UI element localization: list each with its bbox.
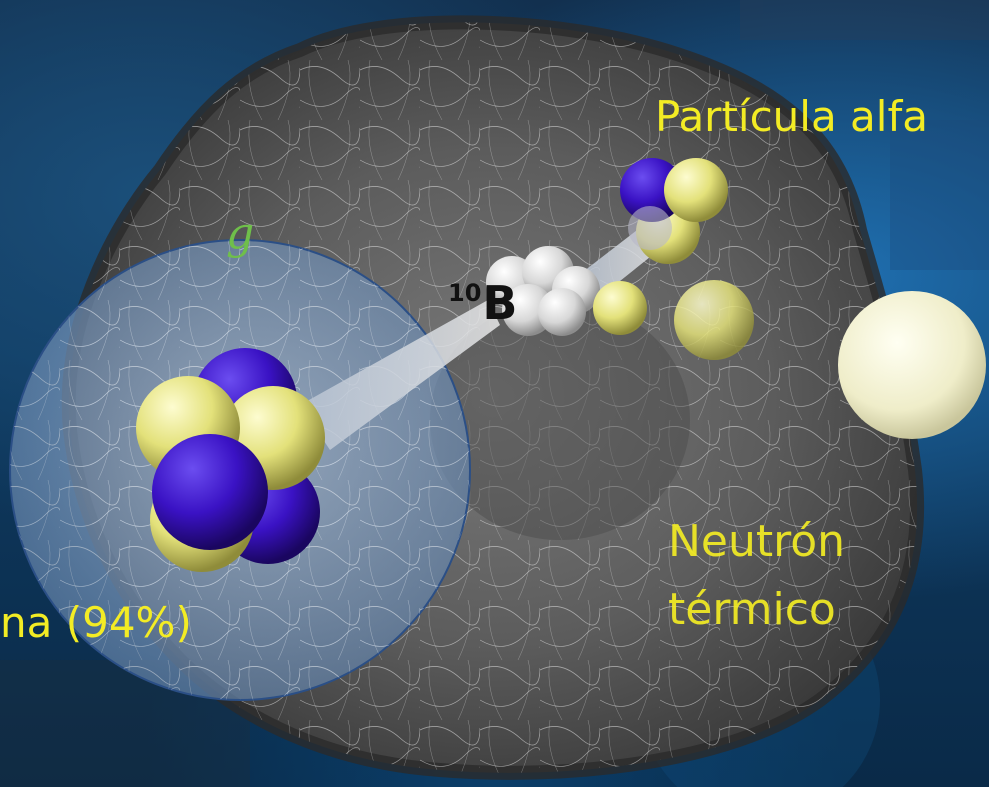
alpha-particle-label: Partícula alfa [655, 96, 928, 138]
particle-medium [674, 280, 754, 360]
thermal-neutron-label-line1: Neutrón [668, 508, 845, 576]
boron-mass-number: 10 [448, 279, 481, 307]
lithium-branch-label: na (94%) [0, 602, 192, 644]
boron-10-label: 10B [448, 280, 517, 326]
thermal-neutron-label: Neutrón térmico [668, 508, 845, 644]
thermal-neutron-label-line2: térmico [668, 576, 845, 644]
thermal-neutron-sphere [838, 291, 986, 439]
boron-symbol: B [482, 276, 517, 330]
particle-small [593, 281, 647, 335]
gamma-label: g [226, 212, 254, 256]
